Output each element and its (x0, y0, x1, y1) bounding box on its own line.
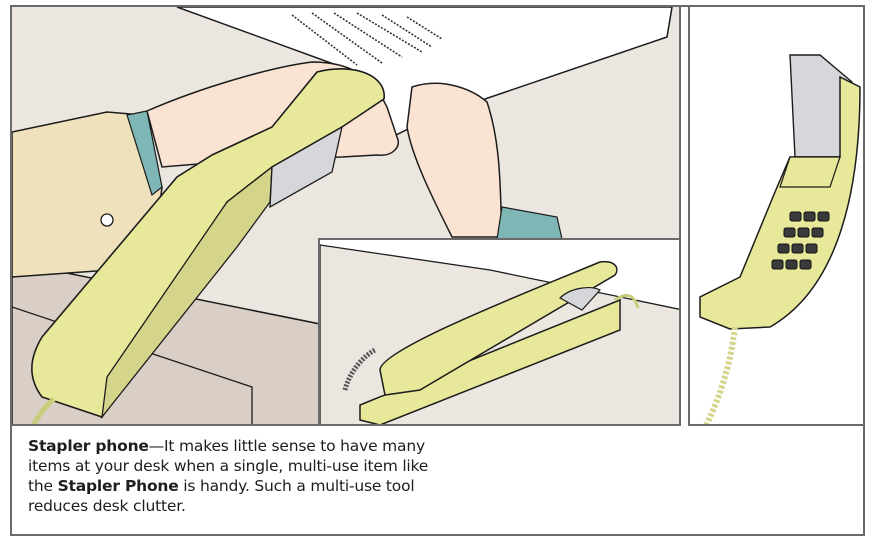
panel-side-illustration (688, 5, 865, 426)
side-illustration (699, 54, 861, 424)
earpiece (779, 156, 841, 188)
caption-text-1: It makes little sense to have many items… (28, 437, 429, 495)
shirt-cuff (126, 110, 163, 197)
right-cuff (496, 206, 563, 240)
panel-inset-illustration (318, 238, 681, 426)
keypad-key (771, 259, 784, 270)
keypad-key (797, 227, 810, 238)
keypad-key (785, 259, 798, 270)
caption-text: Stapler phone—It makes little sense to h… (28, 436, 448, 516)
keypad-key (777, 243, 790, 254)
inset-illustration (320, 240, 679, 424)
caption-highlight: Stapler Phone (57, 477, 179, 495)
side-handset-icon (699, 75, 861, 330)
figure-caption: Stapler phone—It makes little sense to h… (12, 426, 863, 534)
stapler-head-icon (269, 125, 343, 209)
keypad-key (789, 211, 802, 222)
coiled-cord-icon (703, 326, 738, 424)
right-hand-icon (406, 82, 503, 238)
handset-cord (31, 397, 56, 424)
keypad-icon (771, 211, 830, 270)
paper-text-lines (291, 12, 443, 66)
keypad-key (805, 243, 818, 254)
desk-phone-base-icon (359, 298, 621, 424)
keypad-key (783, 227, 796, 238)
coiled-cord-icon (342, 347, 377, 391)
keypad-key (799, 259, 812, 270)
caption-title: Stapler phone (28, 437, 149, 455)
phone-handset-icon (379, 260, 618, 396)
keypad-key (791, 243, 804, 254)
stapler-head-icon (559, 287, 601, 311)
cufflink-icon (100, 213, 114, 227)
keypad-key (803, 211, 816, 222)
wall (320, 240, 679, 310)
keypad-key (811, 227, 824, 238)
caption-text-2: is handy. Such a multi-use tool reduces … (28, 477, 415, 515)
line-cord (614, 294, 640, 309)
keypad-key (817, 211, 830, 222)
caption-dash: — (148, 437, 165, 455)
